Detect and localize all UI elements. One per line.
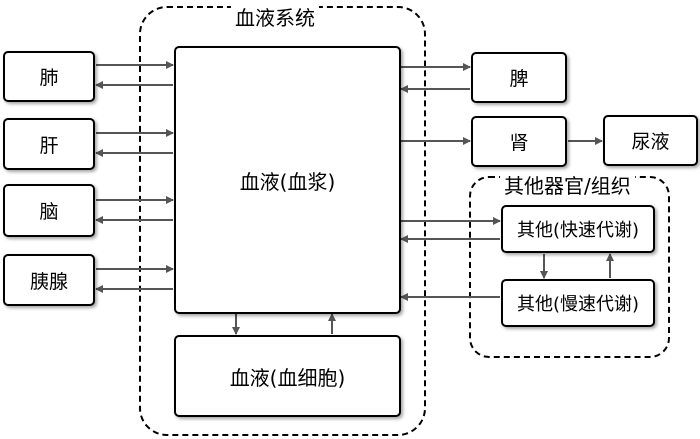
node-slow-metabolism: 其他(慢速代谢) xyxy=(501,279,655,327)
node-blood-cells: 血液(血细胞) xyxy=(174,335,401,417)
node-kidney: 肾 xyxy=(471,116,567,167)
node-brain: 脑 xyxy=(3,184,95,237)
node-fast-metabolism: 其他(快速代谢) xyxy=(501,205,655,253)
node-lung: 肺 xyxy=(3,51,95,102)
node-spleen: 脾 xyxy=(471,52,567,103)
node-plasma: 血液(血浆) xyxy=(174,46,401,314)
node-liver: 肝 xyxy=(3,118,95,170)
node-urine: 尿液 xyxy=(603,115,698,166)
blood-system-title: 血液系统 xyxy=(231,6,319,30)
other-organs-title: 其他器官/组织 xyxy=(500,174,635,198)
node-pancreas: 胰腺 xyxy=(3,254,95,306)
